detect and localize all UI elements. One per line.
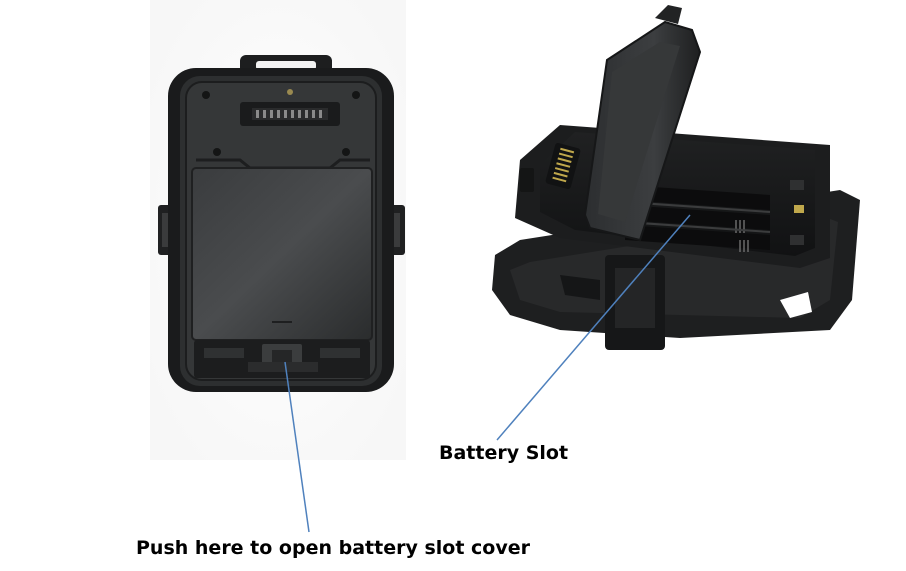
latch-area [194,340,370,378]
screw-mid-right [342,148,350,156]
pointer-line-battery-slot [496,214,691,441]
screw-top-left [202,91,210,99]
screw-mid-left [213,148,221,156]
pointer-line-push-here [284,361,310,533]
camera-back-view [158,55,405,392]
battery-slot-label: Battery Slot [439,442,569,464]
connector-port [240,89,340,126]
screw-top-right [352,91,360,99]
lid-connector [545,143,581,189]
push-here-label: Push here to open battery slot cover [136,537,530,559]
camera-open-view [492,5,860,350]
battery-cover [191,167,373,341]
